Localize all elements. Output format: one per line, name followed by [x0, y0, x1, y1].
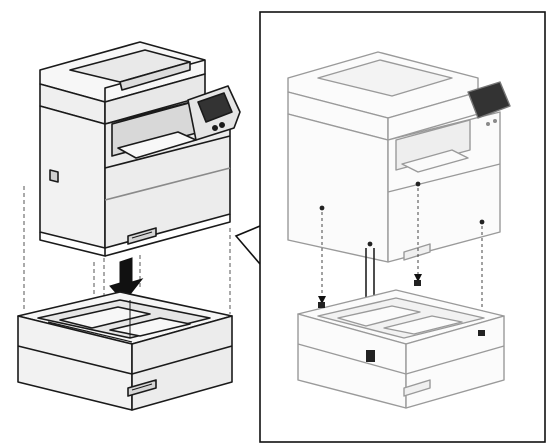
- printer-faded: [287, 51, 511, 263]
- adf-feeder: [119, 61, 191, 91]
- callout-pointer: [234, 225, 261, 265]
- down-arrow-icon: [109, 257, 144, 303]
- detail-frame: [259, 11, 546, 443]
- alignment-pin-icon: [414, 181, 422, 282]
- tray-handle: [127, 227, 157, 245]
- printer: [39, 41, 241, 257]
- panel-button-icon: [212, 125, 219, 132]
- callout: [234, 11, 546, 443]
- usb-port: [49, 169, 59, 183]
- panel-button-icon: [219, 122, 226, 129]
- optional-tray-faded: [297, 289, 505, 409]
- pin-receivers: [318, 280, 485, 362]
- optional-tray: [17, 291, 233, 411]
- touch-screen: [467, 81, 511, 119]
- tray-handle: [127, 379, 157, 397]
- alignment-pin-icon: [318, 205, 326, 304]
- touch-screen: [197, 92, 233, 123]
